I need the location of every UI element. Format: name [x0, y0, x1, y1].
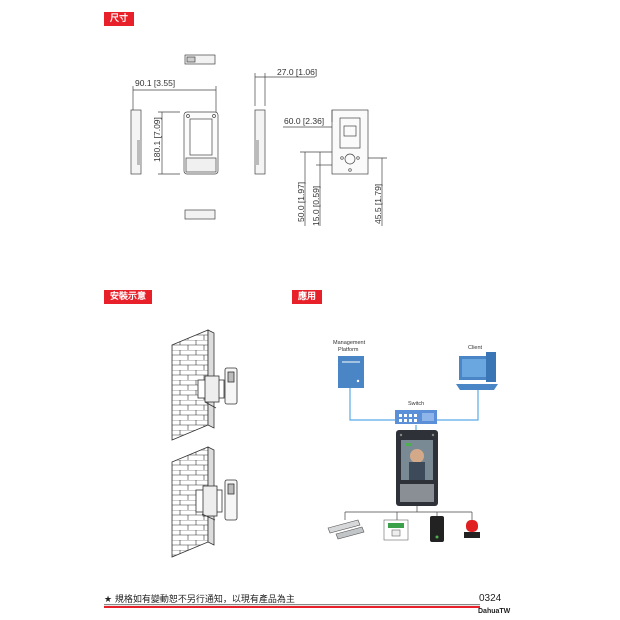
- dim-h2-label: 15.0 [0.59]: [311, 186, 321, 226]
- switch-label: Switch: [408, 401, 424, 407]
- dim-h3-label: 45.5 [1.79]: [373, 184, 383, 224]
- dimension-drawings: [130, 54, 387, 226]
- dim-height-label: 180.1 [7.09]: [152, 117, 162, 162]
- installation-wall-bottom: [171, 446, 238, 558]
- dim-h1-label: 50.0 [1.97]: [296, 182, 306, 222]
- access-terminal-icon: [396, 430, 438, 506]
- installation-wall-top: [171, 329, 238, 441]
- client-label: Client: [468, 345, 483, 351]
- magnetic-lock-icon: [327, 519, 365, 540]
- dim-bracket-width-label: 60.0 [2.36]: [284, 116, 324, 126]
- section-tag-dimensions: 尺寸: [104, 12, 135, 26]
- dim-width-label: 90.1 [3.55]: [135, 78, 175, 88]
- server-icon: [338, 356, 364, 388]
- card-reader-icon: [430, 516, 444, 542]
- client-pc-icon: [456, 352, 498, 390]
- exit-button-icon: [383, 519, 409, 541]
- footer-note: ★ 規格如有變動恕不另行通知，以現有產品為主: [104, 595, 295, 605]
- alarm-siren-icon: [464, 520, 480, 538]
- switch-icon: [395, 410, 437, 424]
- document-code: 0324: [479, 593, 502, 604]
- brand-name: DahuaTW: [478, 608, 511, 615]
- peripheral-lines: [344, 506, 473, 520]
- section-tag-application: 應用: [292, 290, 323, 304]
- dim-depth-label: 27.0 [1.06]: [277, 67, 317, 77]
- section-tag-installation: 安裝示意: [104, 290, 153, 304]
- platform-label: Platform: [338, 347, 359, 353]
- management-label: Management: [333, 340, 366, 346]
- footer-rule: [104, 604, 480, 608]
